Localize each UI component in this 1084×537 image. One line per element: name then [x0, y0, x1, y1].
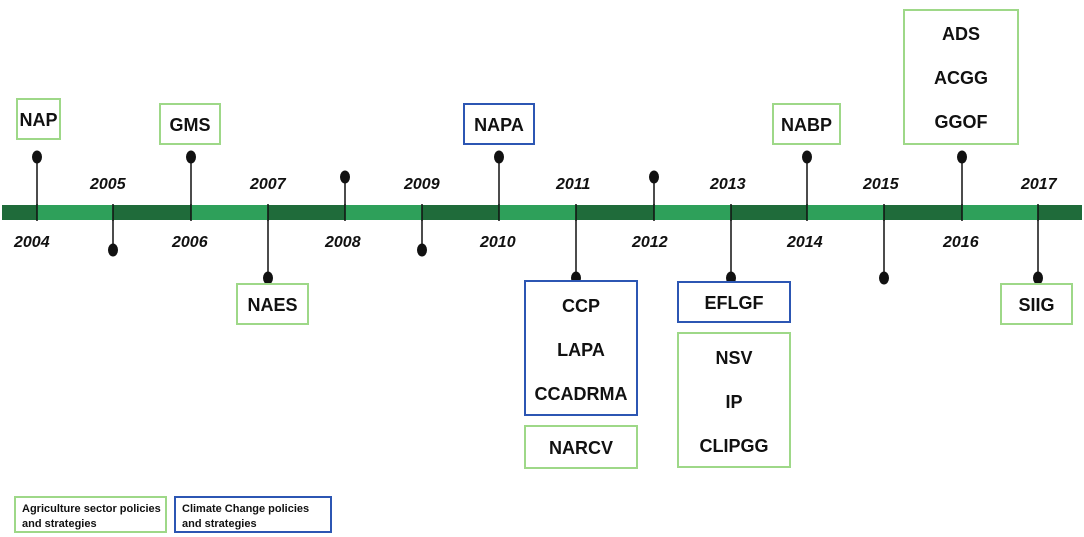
policy-label: ACGG	[934, 68, 988, 88]
timeline-segment	[191, 205, 268, 220]
policy-box-eflgf: EFLGF	[677, 281, 791, 323]
policy-box-ccp-lapa-ccadrma: CCP LAPA CCADRMA	[524, 280, 638, 416]
pin-head	[417, 243, 427, 257]
policy-label: NAES	[247, 295, 298, 315]
year-label-below: 2016	[943, 234, 979, 251]
timeline-segment	[499, 205, 576, 220]
pin-head	[494, 150, 504, 164]
timeline-segment	[345, 205, 422, 220]
policy-box-gms: GMS	[159, 103, 221, 145]
timeline-segment	[37, 205, 113, 220]
legend-climate-line1: Climate Change policies	[182, 503, 310, 515]
pin-head	[186, 150, 196, 164]
pin-head	[1033, 271, 1043, 285]
pin-head	[649, 170, 659, 184]
policy-box-nabp: NABP	[772, 103, 841, 145]
policy-box-nsv-ip-clipgg: NSV IP CLIPGG	[677, 332, 791, 468]
legend-climate-line2: and strategies	[182, 518, 257, 530]
policy-box-naes: NAES	[236, 283, 309, 325]
year-label-above: 2009	[404, 176, 440, 193]
policy-label: IP	[725, 392, 743, 412]
pin-head	[263, 271, 273, 285]
year-label-above: 2017	[1021, 176, 1057, 193]
policy-label: NARCV	[548, 438, 613, 458]
policy-label: SIIG	[1018, 295, 1055, 315]
pin-head	[957, 150, 967, 164]
timeline-segment	[268, 205, 345, 220]
year-label-below: 2008	[325, 234, 361, 251]
pin-head	[32, 150, 42, 164]
policy-label: EFLGF	[704, 293, 764, 313]
pin-head	[879, 271, 889, 285]
timeline-segment	[962, 205, 1038, 220]
policy-box-ads-acgg-ggof: ADS ACGG GGOF	[903, 9, 1019, 145]
policy-label: GGOF	[934, 112, 988, 132]
year-label-below: 2006	[172, 234, 208, 251]
policy-label: CLIPGG	[699, 436, 769, 456]
policy-box-narcv: NARCV	[524, 425, 638, 469]
policy-box-napa: NAPA	[463, 103, 535, 145]
year-label-below: 2004	[14, 234, 50, 251]
year-label-below: 2014	[787, 234, 823, 251]
year-label-above: 2013	[710, 176, 746, 193]
pin-head	[340, 170, 350, 184]
year-label-above: 2007	[250, 176, 286, 193]
year-label-below: 2010	[480, 234, 516, 251]
timeline-segment	[422, 205, 499, 220]
policy-label: NAPA	[474, 115, 524, 135]
timeline-segment	[1038, 205, 1082, 220]
policy-box-siig: SIIG	[1000, 283, 1073, 325]
timeline-segment	[731, 205, 807, 220]
policy-label: GMS	[169, 115, 211, 135]
policy-label: NAP	[19, 110, 58, 130]
timeline-segment	[654, 205, 731, 220]
policy-label: NABP	[780, 115, 832, 135]
year-label-above: 2005	[90, 176, 126, 193]
year-label-below: 2012	[632, 234, 668, 251]
year-label-above: 2011	[556, 176, 591, 193]
legend-climate: Climate Change policies and strategies	[174, 496, 332, 533]
timeline-segment	[576, 205, 654, 220]
policy-label: CCADRMA	[534, 384, 628, 404]
timeline-segment	[113, 205, 191, 220]
policy-box-nap: NAP	[16, 98, 61, 140]
legend-agriculture-line2: and strategies	[22, 518, 97, 530]
legend-agriculture-line1: Agriculture sector policies	[22, 503, 161, 515]
legend-agriculture: Agriculture sector policies and strategi…	[14, 496, 167, 533]
year-label-above: 2015	[863, 176, 899, 193]
policy-label: LAPA	[557, 340, 605, 360]
pin-head	[108, 243, 118, 257]
timeline-segment	[2, 205, 37, 220]
timeline-segment	[884, 205, 962, 220]
pin-head	[802, 150, 812, 164]
policy-label: ADS	[941, 24, 980, 44]
policy-label: CCP	[561, 296, 600, 316]
policy-label: NSV	[715, 348, 753, 368]
timeline-segment	[807, 205, 884, 220]
